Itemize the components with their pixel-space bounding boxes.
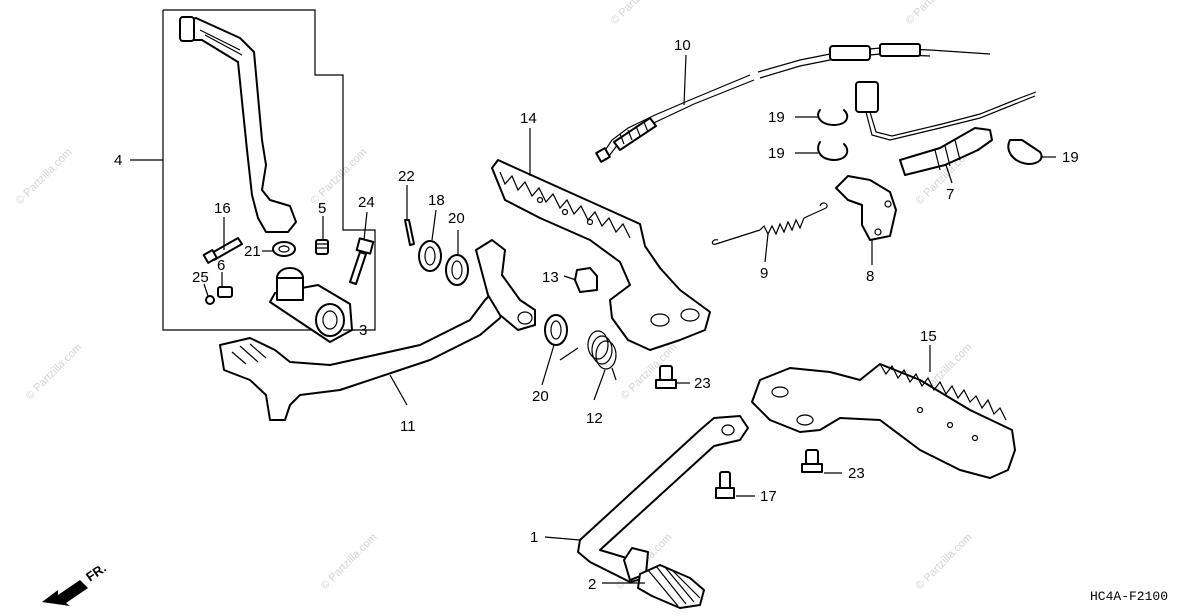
- callout-21: 21: [244, 243, 261, 260]
- callout-labels: 1 2 3 4 5 6 7 8 9 10 11 12 13 14 15 16 1…: [114, 37, 1079, 593]
- part-13-cap: [574, 267, 598, 293]
- watermark: © Partzilla.com: [904, 0, 965, 27]
- part-20-washer-lower: [544, 314, 568, 346]
- callout-8: 8: [866, 268, 874, 285]
- callout-22: 22: [398, 168, 415, 185]
- callout-19c: 19: [1062, 149, 1079, 166]
- part-19-clamp: [817, 109, 1043, 165]
- part-23-bolt-upper: [655, 365, 677, 389]
- callout-25: 25: [192, 269, 209, 286]
- callout-19a: 19: [768, 109, 785, 126]
- part-3-kickstarter-pivot: [269, 267, 353, 343]
- watermark: © Partzilla.com: [24, 341, 85, 402]
- callout-13: 13: [542, 269, 559, 286]
- watermark: © Partzilla.com: [914, 531, 975, 592]
- callout-3: 3: [359, 322, 367, 339]
- kickstarter-group-outline: [162, 9, 376, 331]
- part-12-return-spring: [559, 330, 617, 381]
- part-16-bolt: [202, 237, 243, 264]
- part-6-spring: [217, 286, 233, 298]
- watermark: © Partzilla.com: [319, 531, 380, 592]
- callout-2: 2: [588, 576, 596, 593]
- part-20-washer-upper: [445, 254, 469, 286]
- part-2-shift-peg-rubber: [637, 564, 705, 609]
- callout-9: 9: [760, 265, 768, 282]
- part-5-spring: [315, 239, 329, 255]
- part-24-bolt: [349, 237, 375, 285]
- part-21-washer: [272, 241, 296, 257]
- watermark: © Partzilla.com: [14, 146, 75, 207]
- part-4-kickstarter-arm: [179, 16, 297, 233]
- leader-lines: [130, 54, 1056, 584]
- part-11-brake-pedal: [219, 239, 536, 421]
- callout-15: 15: [920, 328, 937, 345]
- callout-6: 6: [217, 257, 225, 274]
- part-10-brake-cable: [595, 43, 991, 163]
- part-8-bracket: [835, 175, 897, 241]
- callout-23b: 23: [848, 465, 865, 482]
- part-18-washer: [418, 240, 442, 272]
- callout-19b: 19: [768, 145, 785, 162]
- callout-1: 1: [530, 529, 538, 546]
- callout-18: 18: [428, 192, 445, 209]
- callout-5: 5: [318, 200, 326, 217]
- front-direction-label: FR.: [83, 560, 109, 584]
- diagram-code: HC4A-F2100: [1090, 589, 1168, 604]
- callout-10: 10: [674, 37, 691, 54]
- part-9-spring: [711, 202, 828, 245]
- watermark: © Partzilla.com: [609, 0, 670, 27]
- part-15-footpeg: [751, 363, 1016, 479]
- callout-12: 12: [586, 410, 603, 427]
- part-14-footpeg: [491, 159, 711, 351]
- callout-7: 7: [946, 186, 954, 203]
- callout-16: 16: [214, 200, 231, 217]
- front-direction-arrow: FR.: [42, 560, 109, 606]
- part-7-brake-light-switch: [855, 81, 1037, 176]
- part-23-bolt-lower: [801, 449, 823, 473]
- callout-11: 11: [400, 418, 416, 435]
- part-22-cotter-pin: [404, 219, 415, 246]
- callout-17: 17: [760, 488, 777, 505]
- callout-4: 4: [114, 152, 122, 169]
- callout-23a: 23: [694, 375, 711, 392]
- part-25-ball: [205, 295, 215, 305]
- callout-14: 14: [520, 110, 537, 127]
- part-17-bolt: [715, 471, 735, 499]
- callout-20a: 20: [448, 210, 465, 227]
- part-1-shift-lever: [577, 415, 749, 583]
- callout-20b: 20: [532, 388, 549, 405]
- callout-24: 24: [358, 194, 375, 211]
